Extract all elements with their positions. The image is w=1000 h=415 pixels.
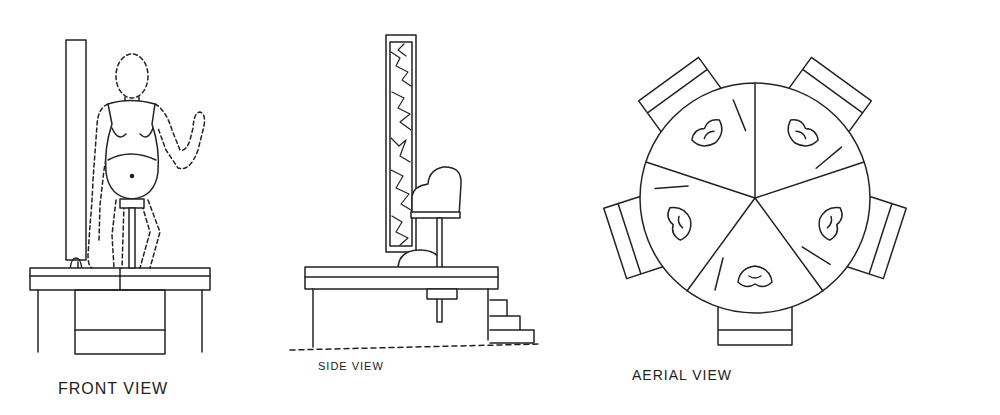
bust-top: [689, 116, 729, 153]
table-leg: [487, 289, 489, 340]
mirror-glass: [390, 42, 412, 246]
divider: [646, 162, 755, 198]
mirror-top: [727, 100, 752, 131]
table-joint: [119, 268, 121, 290]
torso-belly: [108, 154, 156, 160]
right-arm-outline: [155, 104, 205, 169]
divider: [755, 162, 864, 198]
divider: [754, 83, 756, 198]
turntable: [640, 83, 870, 313]
wedge-dividers: [646, 83, 864, 291]
bust-top: [814, 203, 844, 242]
pole: [66, 40, 86, 260]
leg-outline: [112, 200, 160, 268]
ground-line: [290, 344, 540, 350]
figure-outline: [88, 54, 205, 268]
mirror-top: [655, 178, 688, 195]
stand-housing: [427, 289, 457, 299]
torso: [106, 101, 159, 200]
bust-mount: [411, 212, 460, 218]
base-box-line: [75, 329, 165, 331]
steps: [490, 300, 534, 343]
table-leg: [312, 289, 314, 347]
base-box: [75, 290, 165, 354]
head-outline: [116, 54, 148, 98]
view-label: FRONT VIEW: [58, 380, 168, 398]
torso-chest: [112, 128, 153, 137]
front-view: [30, 40, 210, 354]
mirror-top: [816, 142, 841, 173]
aerial-view: [604, 57, 906, 345]
table-edge: [305, 276, 498, 278]
divider: [755, 198, 823, 291]
mirror-top: [800, 247, 833, 264]
view-label: AERIAL VIEW: [632, 368, 732, 383]
bust-top: [738, 266, 772, 287]
view-label: SIDE VIEW: [318, 360, 384, 372]
mirror-panel: [386, 35, 416, 252]
wedge-figures: [655, 100, 848, 290]
table-top: [30, 268, 210, 290]
table-leg: [201, 290, 203, 352]
bust-top: [781, 116, 821, 153]
benches: [604, 57, 906, 345]
torso-stand: [129, 208, 135, 268]
left-arm-outline: [88, 104, 112, 268]
side-view: [290, 35, 540, 350]
panel-arch: [398, 250, 442, 268]
mirror-top: [715, 258, 723, 290]
bust-side: [412, 167, 461, 216]
torso-navel: [131, 175, 134, 178]
table-leg: [37, 290, 39, 352]
table-top: [305, 267, 498, 289]
mirror-cracks: [391, 44, 411, 245]
torso-mount: [120, 199, 144, 208]
bust-top: [666, 203, 696, 242]
divider: [687, 198, 755, 291]
